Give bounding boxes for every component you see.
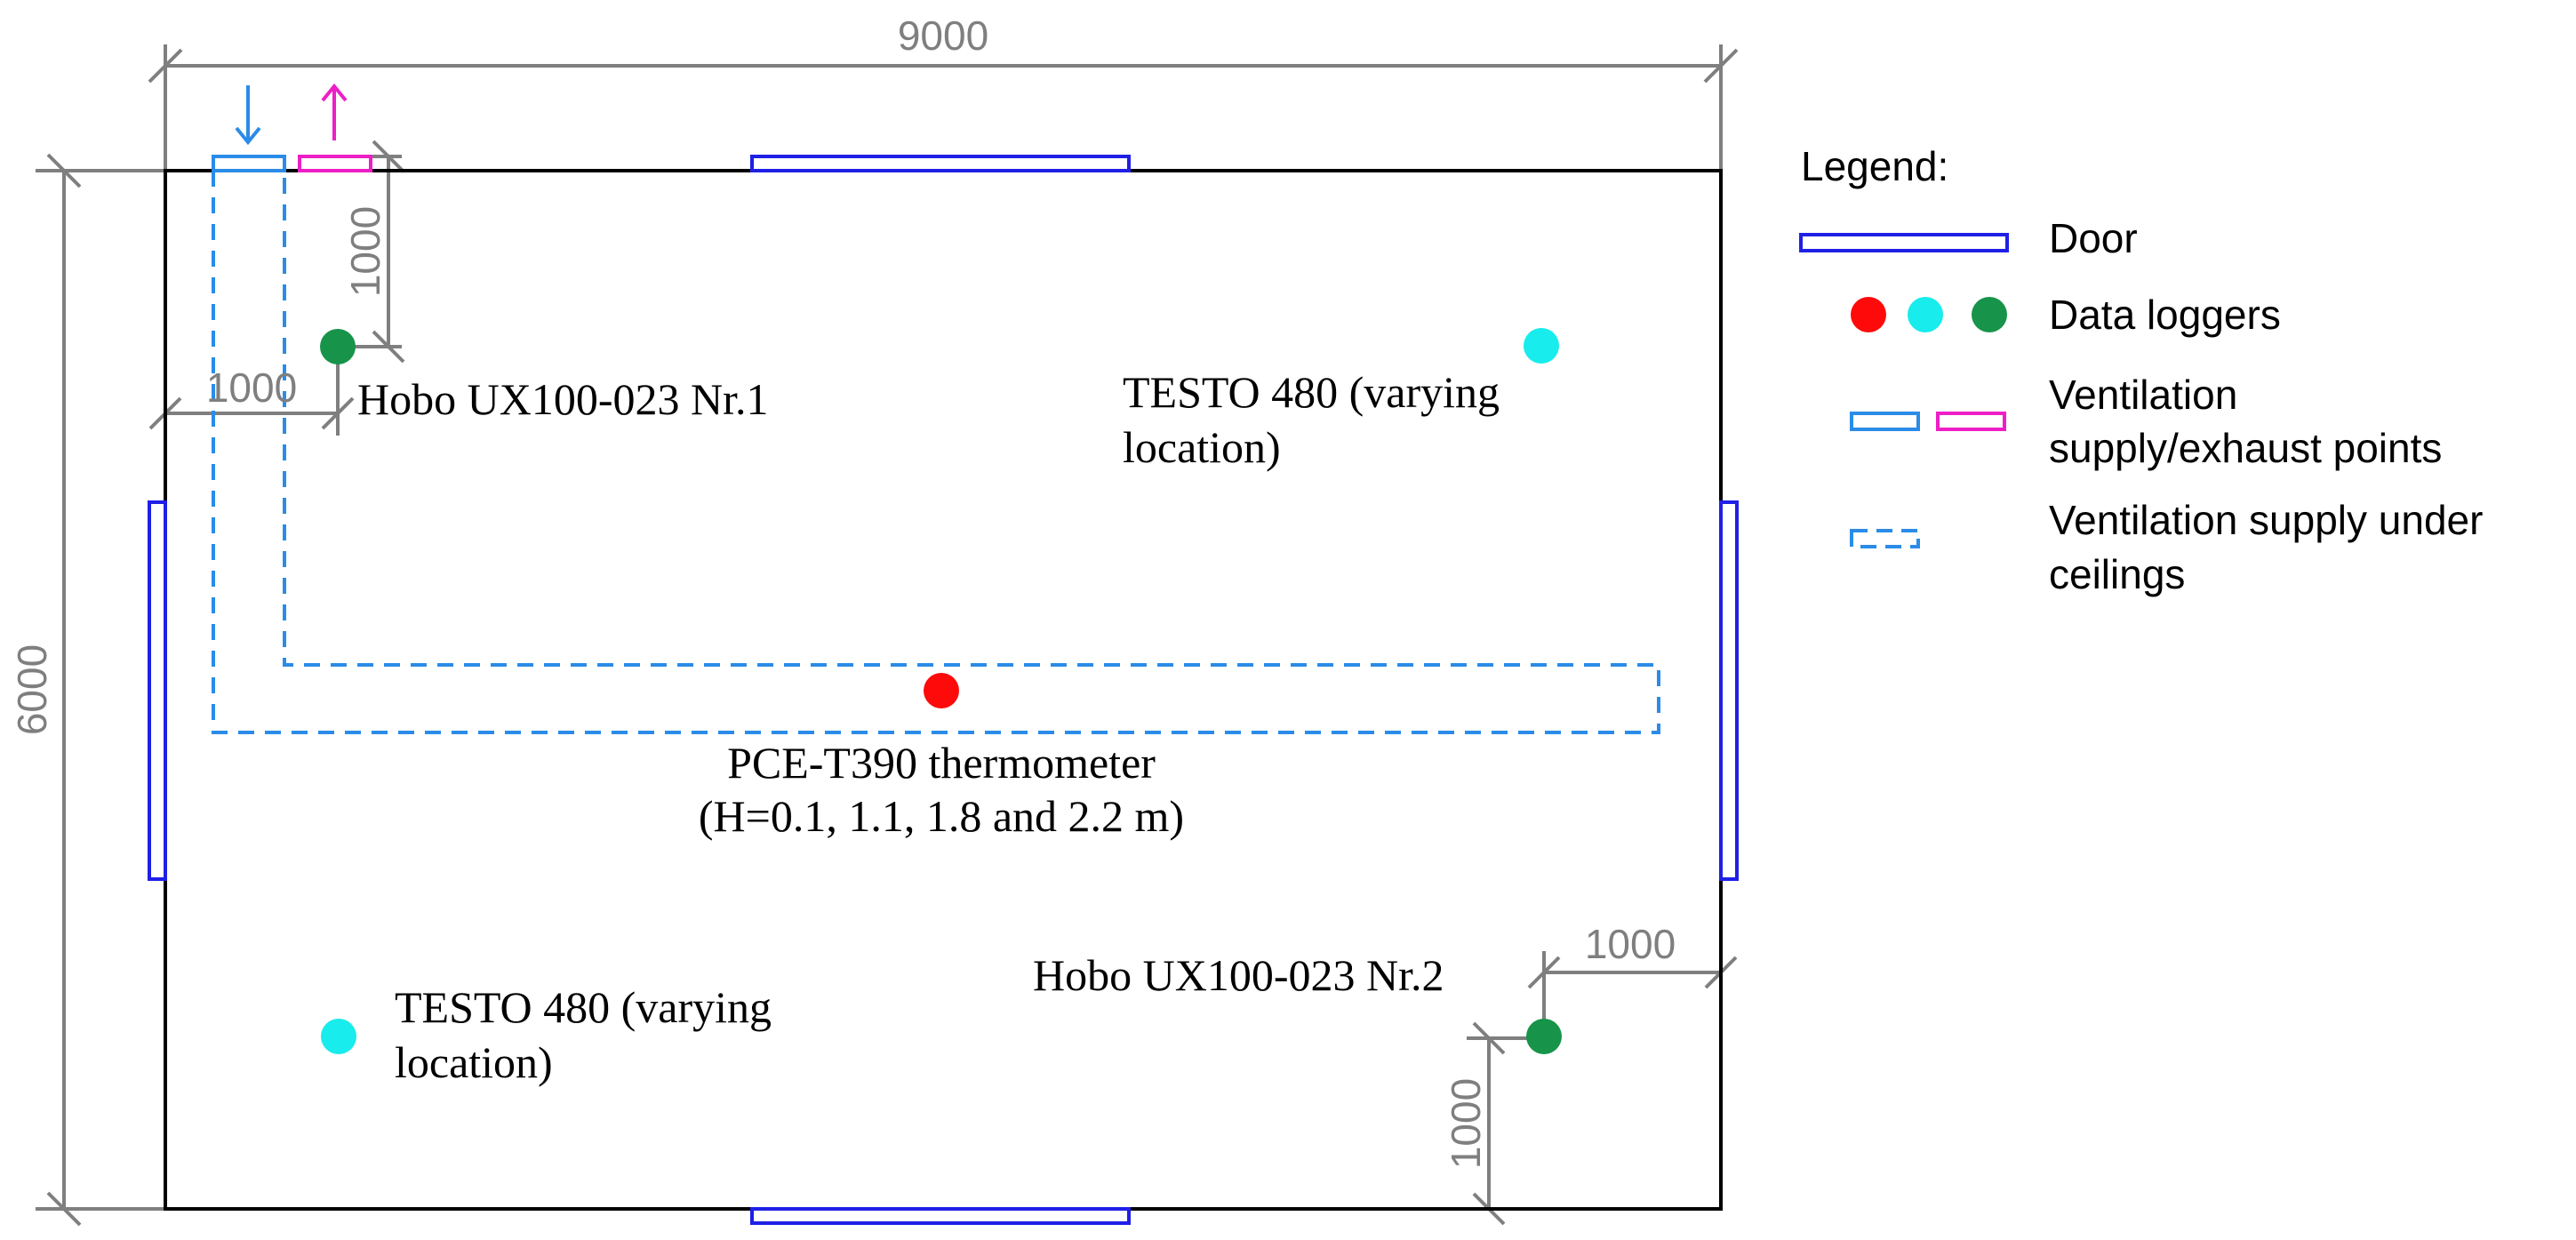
testo-top-label-line1: TESTO 480 (varying bbox=[1123, 367, 1500, 417]
legend-duct-label-line2: ceilings bbox=[2049, 551, 2185, 597]
arrow-down-icon bbox=[235, 85, 261, 146]
hobo-1-marker bbox=[320, 329, 356, 364]
door-right bbox=[1719, 500, 1739, 881]
hobo2-horizontal-offset: 1000 bbox=[1585, 921, 1676, 967]
legend-door-label: Door bbox=[2049, 215, 2138, 261]
ventilation-duct-under-ceiling bbox=[212, 171, 1660, 734]
testo-top-marker bbox=[1524, 328, 1559, 364]
testo-bottom-marker bbox=[321, 1019, 356, 1054]
arrow-up-icon bbox=[321, 83, 348, 140]
legend-duct-label-line1: Ventilation supply under bbox=[2049, 497, 2483, 543]
ventilation-supply-point bbox=[212, 155, 286, 172]
testo-bottom-label-line2: location) bbox=[395, 1037, 553, 1087]
testo-top-label-line2: location) bbox=[1123, 422, 1281, 472]
door-top bbox=[750, 155, 1131, 172]
legend-door-swatch bbox=[1799, 233, 2009, 252]
legend-ventilation-points-line1: Ventilation bbox=[2049, 372, 2237, 418]
legend-supply-swatch bbox=[1850, 412, 1920, 431]
hobo-1-label: Hobo UX100-023 Nr.1 bbox=[357, 374, 768, 424]
hobo-2-marker bbox=[1526, 1019, 1562, 1054]
legend-duct-swatch bbox=[1850, 529, 1920, 548]
legend-exhaust-swatch bbox=[1936, 412, 2006, 431]
hobo1-vertical-offset: 1000 bbox=[342, 206, 388, 297]
legend-title: Legend: bbox=[1801, 143, 1948, 189]
legend-logger-red bbox=[1851, 297, 1886, 332]
hobo1-horizontal-offset: 1000 bbox=[206, 364, 297, 411]
room-depth-dimension: 6000 bbox=[9, 644, 55, 735]
hobo-2-label: Hobo UX100-023 Nr.2 bbox=[1033, 950, 1444, 1000]
legend: Legend: Door Data loggers Ventilation su… bbox=[1799, 143, 2483, 597]
testo-bottom-label-line1: TESTO 480 (varying bbox=[395, 982, 772, 1032]
dimension-lines bbox=[36, 44, 1739, 1227]
pce-label-line2: (H=0.1, 1.1, 1.8 and 2.2 m) bbox=[699, 791, 1184, 841]
legend-logger-cyan bbox=[1908, 297, 1943, 332]
room-width-dimension: 9000 bbox=[898, 12, 988, 59]
legend-data-loggers-label: Data loggers bbox=[2049, 292, 2281, 338]
door-bottom bbox=[750, 1207, 1131, 1225]
hobo2-vertical-offset: 1000 bbox=[1443, 1078, 1489, 1169]
door-left bbox=[148, 500, 167, 881]
doors bbox=[148, 155, 1739, 1225]
pce-label-line1: PCE-T390 thermometer bbox=[727, 738, 1156, 788]
legend-logger-green bbox=[1972, 297, 2007, 332]
ventilation-exhaust-point bbox=[298, 155, 372, 172]
legend-ventilation-points-line2: supply/exhaust points bbox=[2049, 425, 2442, 471]
pce-thermometer-marker bbox=[924, 673, 959, 708]
